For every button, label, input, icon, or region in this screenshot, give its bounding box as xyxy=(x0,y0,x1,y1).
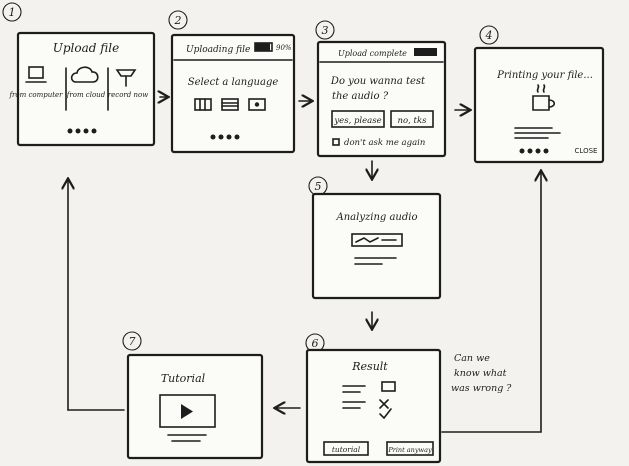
yes-please-button[interactable]: yes, please xyxy=(331,110,385,128)
flag-icon xyxy=(248,98,266,111)
step-1-title[interactable]: Upload file xyxy=(53,41,119,55)
microphone-icon xyxy=(115,69,137,77)
flag-icon xyxy=(221,98,239,111)
language-option-3[interactable] xyxy=(248,98,266,111)
no-thanks-button[interactable]: no, tks xyxy=(390,110,434,128)
record-now-option[interactable]: record now xyxy=(108,69,148,99)
step-1-frame xyxy=(16,31,156,147)
pagination-dots xyxy=(519,148,549,154)
flag-icon xyxy=(194,98,212,111)
select-language-prompt: Select a language xyxy=(188,77,279,88)
caption-lines xyxy=(167,434,207,442)
step-2-number: 2 xyxy=(174,14,182,27)
step-1-number: 1 xyxy=(9,6,16,19)
step-3-header: Upload complete xyxy=(338,49,407,58)
cloud-icon xyxy=(70,66,99,83)
yes-please-label: yes, please xyxy=(333,116,381,126)
step-1-number-circle xyxy=(2,2,22,22)
text-lines xyxy=(354,257,397,265)
upload-percent: 90% xyxy=(276,44,292,52)
cross-icon xyxy=(379,399,389,409)
checkbox-icon xyxy=(332,138,340,146)
note-line-3: was wrong ? xyxy=(451,383,512,394)
step-4-number-circle xyxy=(479,25,499,45)
from-computer-label: from computer xyxy=(8,91,63,99)
handwritten-note: Can we know what was wrong ? xyxy=(451,353,512,394)
play-icon xyxy=(181,404,193,419)
note-line-1: Can we xyxy=(454,353,490,364)
no-thanks-label: no, tks xyxy=(398,116,428,126)
analysis-progress-bar xyxy=(351,233,403,247)
arrow-6-to-4 xyxy=(441,172,541,433)
step-5-number: 5 xyxy=(315,180,322,193)
video-player[interactable] xyxy=(159,394,216,428)
pagination-dots xyxy=(67,128,97,134)
record-now-label: record now xyxy=(108,91,148,99)
result-lines xyxy=(342,401,366,409)
image-icon xyxy=(381,381,396,392)
step-7-tutorial: 7 Tutorial xyxy=(122,331,264,460)
language-option-1[interactable] xyxy=(194,98,212,111)
print-anyway-button-label: Print anyway xyxy=(387,446,432,454)
from-cloud-option[interactable]: from cloud xyxy=(66,66,106,99)
result-title: Result xyxy=(351,360,388,373)
step-2-select-language: 2 Uploading file 90% Select a language xyxy=(168,10,296,154)
step-2-frame xyxy=(170,33,296,154)
dont-ask-again-checkbox[interactable]: don't ask me again xyxy=(332,138,425,148)
print-anyway-button[interactable]: Print anyway xyxy=(386,441,434,456)
step-7-frame xyxy=(126,353,264,460)
step-5-analyzing-audio: 5 Analyzing audio xyxy=(308,176,442,300)
note-line-2: know what xyxy=(454,368,507,379)
step-3-number-circle xyxy=(315,20,335,40)
test-audio-question-line-1: Do you wanna test xyxy=(330,76,426,87)
computer-icon xyxy=(28,66,44,79)
step-7-number-circle xyxy=(122,331,142,351)
step-6-result: 6 Result tutorial Print anyway xyxy=(305,333,442,464)
step-2-number-circle xyxy=(168,10,188,30)
step-4-frame xyxy=(473,46,605,164)
check-icon xyxy=(379,408,392,420)
upload-progress-fill xyxy=(255,43,270,51)
from-computer-option[interactable]: from computer xyxy=(8,66,63,99)
dont-ask-again-label: don't ask me again xyxy=(344,138,425,148)
step-3-test-audio: 3 Upload complete Do you wanna test the … xyxy=(315,20,447,158)
analyzing-audio-title: Analyzing audio xyxy=(336,212,418,223)
step-1-upload-file: 1 Upload file from computer from cloud r… xyxy=(2,2,156,147)
result-lines xyxy=(342,385,366,393)
tutorial-button-label: tutorial xyxy=(332,445,361,454)
step-4-number: 4 xyxy=(485,29,493,42)
close-button[interactable]: CLOSE xyxy=(575,147,598,155)
language-option-2[interactable] xyxy=(221,98,239,111)
test-audio-question-line-2: the audio ? xyxy=(332,91,389,102)
step-2-header: Uploading file xyxy=(186,45,250,55)
step-4-printing: 4 Printing your file... CLOSE xyxy=(473,25,605,164)
step-6-frame xyxy=(305,348,442,464)
audio-waveform xyxy=(355,237,397,243)
coffee-cup-icon xyxy=(532,84,556,111)
upload-complete-bar xyxy=(414,48,437,56)
from-cloud-label: from cloud xyxy=(66,91,106,99)
tutorial-title: Tutorial xyxy=(161,372,206,385)
flow-arrows xyxy=(68,97,541,433)
step-7-number: 7 xyxy=(129,335,136,348)
tutorial-button[interactable]: tutorial xyxy=(323,441,369,456)
step-3-number: 3 xyxy=(322,24,329,37)
progress-lines xyxy=(514,127,561,139)
pagination-dots xyxy=(210,134,240,140)
printing-title: Printing your file... xyxy=(496,70,593,81)
step-6-number: 6 xyxy=(312,337,319,350)
